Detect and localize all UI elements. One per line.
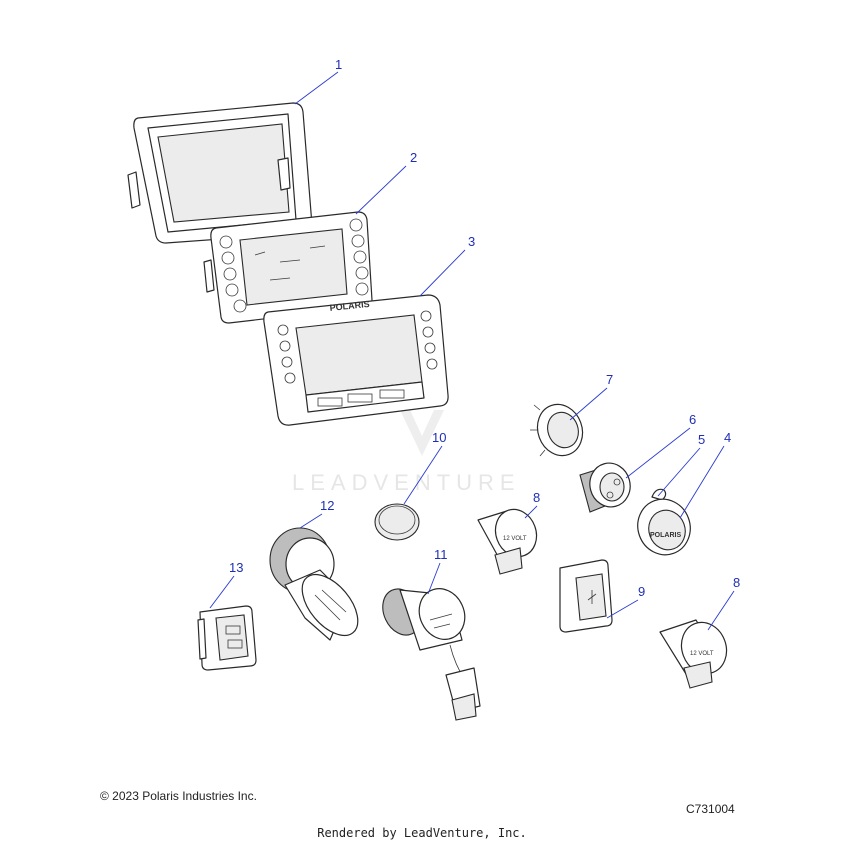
watermark-text: LEADVENTURE [292,470,521,495]
part-8-socket-upper: 12 VOLT [477,508,538,575]
leader-3 [419,249,466,297]
part-13-switch [197,605,257,671]
callout-9: 9 [638,584,645,599]
part-9-switch [559,559,613,633]
part-2-display [203,211,373,324]
callout-8-lower: 8 [733,575,740,590]
watermark: LEADVENTURE [292,410,521,495]
leader-13 [209,575,235,609]
callout-11: 11 [434,547,448,562]
leader-4 [679,445,725,519]
callouts: 1 2 3 4 5 6 7 8 8 9 10 11 12 13 [229,57,740,599]
callout-12: 12 [320,498,334,513]
part-6-socket [579,462,631,513]
copyright-text: © 2023 Polaris Industries Inc. [100,789,257,803]
socket-brand-label: POLARIS [650,532,681,539]
part-7-lock-ring [530,403,584,457]
leader-12 [299,513,323,529]
leader-9 [606,599,639,619]
leader-5 [657,447,701,497]
callout-13: 13 [229,560,243,575]
part-11-usb-charger [382,588,481,721]
watermark-logo-icon [400,410,444,456]
part-1-bezel [127,102,313,244]
callout-3: 3 [468,234,475,249]
callout-10: 10 [432,430,446,445]
rendered-by-text: Rendered by LeadVenture, Inc. [317,826,527,840]
socket-label-upper: 12 VOLT [503,536,527,542]
leader-1 [294,71,339,105]
leader-7 [569,387,608,421]
callout-5: 5 [698,432,705,447]
leader-2 [355,165,407,215]
socket-label-lower: 12 VOLT [690,651,714,657]
part-8-socket-lower: 12 VOLT [659,619,728,689]
diagram-code: C731004 [686,802,735,816]
leader-11 [427,562,441,595]
callout-2: 2 [410,150,417,165]
part-3-cover: POLARIS [263,294,449,426]
leader-8-lower [707,590,735,631]
callout-1: 1 [335,57,342,72]
cover-brand-label: POLARIS [329,299,370,313]
leader-10 [403,445,443,505]
leader-6 [625,427,691,479]
callout-6: 6 [689,412,696,427]
callout-8-upper: 8 [533,490,540,505]
callout-7: 7 [606,372,613,387]
leader-lines [209,71,735,631]
part-10-plug [374,503,420,541]
part-4-usb-cover: POLARIS [637,498,691,556]
callout-4: 4 [724,430,731,445]
part-12-ignition [269,527,359,641]
leader-8-upper [524,505,538,519]
